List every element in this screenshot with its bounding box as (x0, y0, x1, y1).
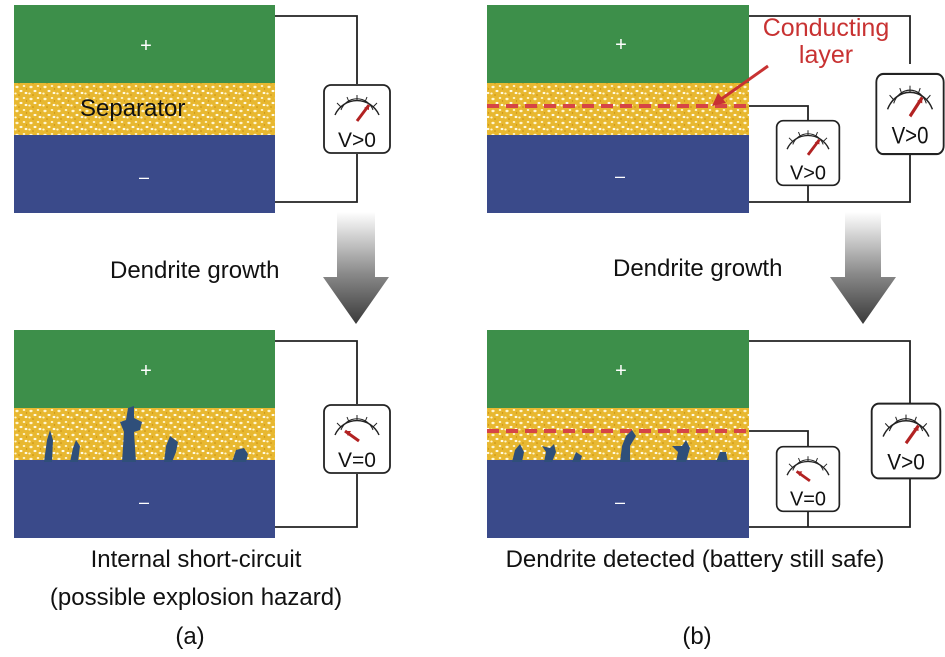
arrow-head-icon (712, 93, 726, 106)
panel-a-bottom-circuit: V=0 (275, 340, 391, 528)
transition-label: Dendrite growth (613, 255, 782, 282)
voltmeter: V>0 (323, 84, 391, 154)
meter-reading: V>0 (887, 450, 925, 475)
wire (749, 105, 809, 120)
meter-reading: V=0 (338, 449, 376, 472)
positive-sign: + (140, 360, 152, 382)
panel-b-bottom-cell: + – (487, 330, 749, 538)
positive-electrode (14, 5, 275, 83)
meter-reading: V>0 (338, 129, 376, 152)
panel-b-top-circuit: V>0 V>0 (749, 15, 945, 203)
wire (749, 430, 809, 446)
wire (749, 340, 911, 404)
wire (749, 15, 911, 64)
panel-a-top-circuit: V>0 (275, 15, 391, 203)
separator (487, 408, 749, 460)
positive-sign: + (615, 360, 627, 382)
conducting-layer-label-line2: layer (799, 41, 853, 69)
positive-sign: + (140, 35, 152, 57)
inner-voltmeter: V>0 (775, 119, 841, 187)
panel-a-bottom-cell: + – (14, 330, 275, 538)
positive-electrode (487, 330, 749, 408)
panel-label-b: (b) (682, 623, 711, 650)
dendrites (512, 430, 728, 462)
wire (275, 340, 358, 404)
separator-label: Separator (80, 95, 185, 122)
caption-line-2: (possible explosion hazard) (50, 584, 342, 611)
down-arrow-icon (323, 212, 389, 324)
negative-sign: – (139, 167, 149, 187)
panel-label-a: (a) (175, 623, 204, 650)
caption: Dendrite detected (battery still safe) (506, 546, 885, 573)
wire (275, 15, 358, 84)
negative-electrode (14, 135, 275, 213)
negative-electrode (14, 460, 275, 538)
negative-sign: – (139, 492, 149, 512)
meter-reading: V>0 (790, 163, 826, 185)
voltmeter: V=0 (323, 404, 391, 474)
positive-sign: + (615, 34, 627, 56)
outer-voltmeter: V>0 (870, 402, 942, 480)
separator (487, 83, 749, 135)
separator (14, 83, 275, 135)
outer-voltmeter: V>0 (875, 72, 945, 156)
panel-b-bottom-circuit: V=0 V>0 (749, 340, 942, 528)
negative-electrode (487, 135, 749, 213)
negative-electrode (487, 460, 749, 538)
inner-voltmeter: V=0 (775, 445, 841, 513)
wire (275, 474, 358, 528)
panel-b-top-cell: + – Conducting layer (487, 5, 889, 213)
transition-label: Dendrite growth (110, 257, 279, 284)
panel-b-growth-arrow: Dendrite growth (613, 212, 896, 324)
dendrites (44, 406, 248, 462)
meter-reading: V=0 (790, 489, 826, 511)
down-arrow-icon (830, 212, 896, 324)
negative-sign: – (615, 492, 625, 512)
wire (749, 477, 911, 528)
wire (749, 147, 911, 203)
panel-a-top-cell: + – Separator (14, 5, 275, 213)
panel-a-growth-arrow: Dendrite growth (110, 212, 389, 324)
pointer-arrow (719, 64, 769, 102)
positive-electrode (14, 330, 275, 408)
wire (275, 154, 358, 203)
caption-line-1: Internal short-circuit (91, 546, 302, 573)
conducting-layer-label-line1: Conducting (763, 14, 889, 42)
meter-reading: V>0 (892, 122, 929, 149)
positive-electrode (487, 5, 749, 83)
separator (14, 408, 275, 460)
negative-sign: – (615, 166, 625, 186)
